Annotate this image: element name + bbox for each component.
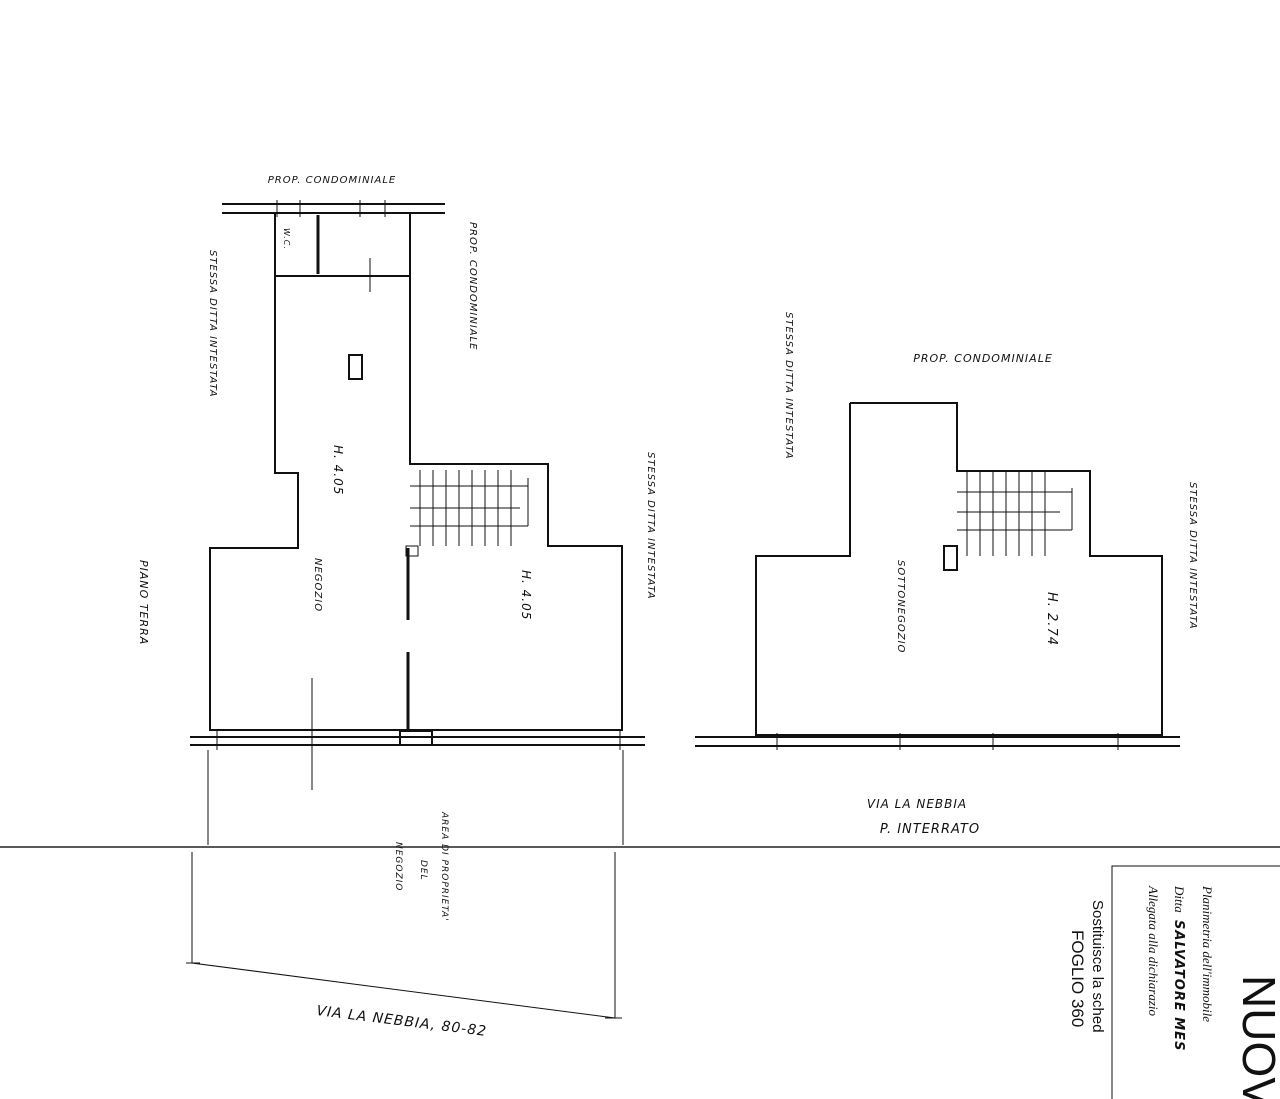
basement-left-neighbor-label: STESSA DITTA INTESTATA [783, 312, 794, 460]
title-block-line2-name: SALVATORE MES [1171, 920, 1186, 1051]
basement-right-neighbor-label: STESSA DITTA INTESTATA [1187, 482, 1198, 630]
title-block-line2: Ditta SALVATORE MES [1171, 885, 1187, 1051]
pillar-marker [405, 545, 419, 557]
ground-height-main-label: H. 4.05 [331, 445, 345, 495]
ground-right-top-neighbor-label: PROP. CONDOMINIALE [467, 222, 478, 351]
title-block-line4: Sostituisce la sched [1089, 900, 1106, 1033]
ground-left-neighbor-label: STESSA DITTA INTESTATA [207, 250, 218, 398]
title-block: NUOV Planimetria dell'immobile Ditta SAL… [1068, 865, 1280, 1099]
wc-label: W.C. [282, 228, 291, 250]
area-label-line1: AREA DI PROPRIETA' [439, 811, 449, 922]
basement-street-label: VIA LA NEBBIA [867, 797, 967, 811]
property-area-outline [191, 852, 616, 1019]
area-label-line2: DEL [418, 860, 428, 881]
ground-floor-label: PIANO TERRA [137, 560, 150, 645]
title-block-line1: Planimetria dell'immobile [1200, 885, 1215, 1022]
column-marker [348, 354, 363, 380]
title-block-line5: FOGLIO 360 [1068, 930, 1087, 1027]
ground-right-bottom-neighbor-label: STESSA DITTA INTESTATA [645, 452, 656, 600]
basement-pillar [943, 545, 958, 571]
title-block-heading: NUOV [1233, 975, 1280, 1099]
title-block-line3: Allegata alla dichiarazio [1146, 885, 1161, 1016]
ground-top-neighbor-label: PROP. CONDOMINIALE [268, 175, 397, 186]
ground-shop-label: NEGOZIO [312, 558, 323, 612]
area-label-line3: NEGOZIO [393, 842, 403, 891]
basement-plan: PROP. CONDOMINIALE STESSA DITTA INTESTAT… [695, 312, 1198, 837]
basement-room-label: SOTTONEGOZIO [895, 560, 906, 653]
basement-outline [755, 402, 1163, 736]
basement-stairs [957, 471, 1073, 556]
ground-height-side-label: H. 4.05 [519, 570, 533, 620]
entrance-door [399, 730, 433, 746]
basement-top-neighbor-label: PROP. CONDOMINIALE [913, 352, 1053, 365]
basement-height-label: H. 2.74 [1044, 592, 1059, 646]
ground-stairs [410, 470, 529, 546]
title-block-border [1111, 865, 1280, 1099]
title-block-line2-prefix: Ditta [1172, 885, 1187, 913]
basement-floor-label: P. INTERRATO [880, 822, 980, 837]
